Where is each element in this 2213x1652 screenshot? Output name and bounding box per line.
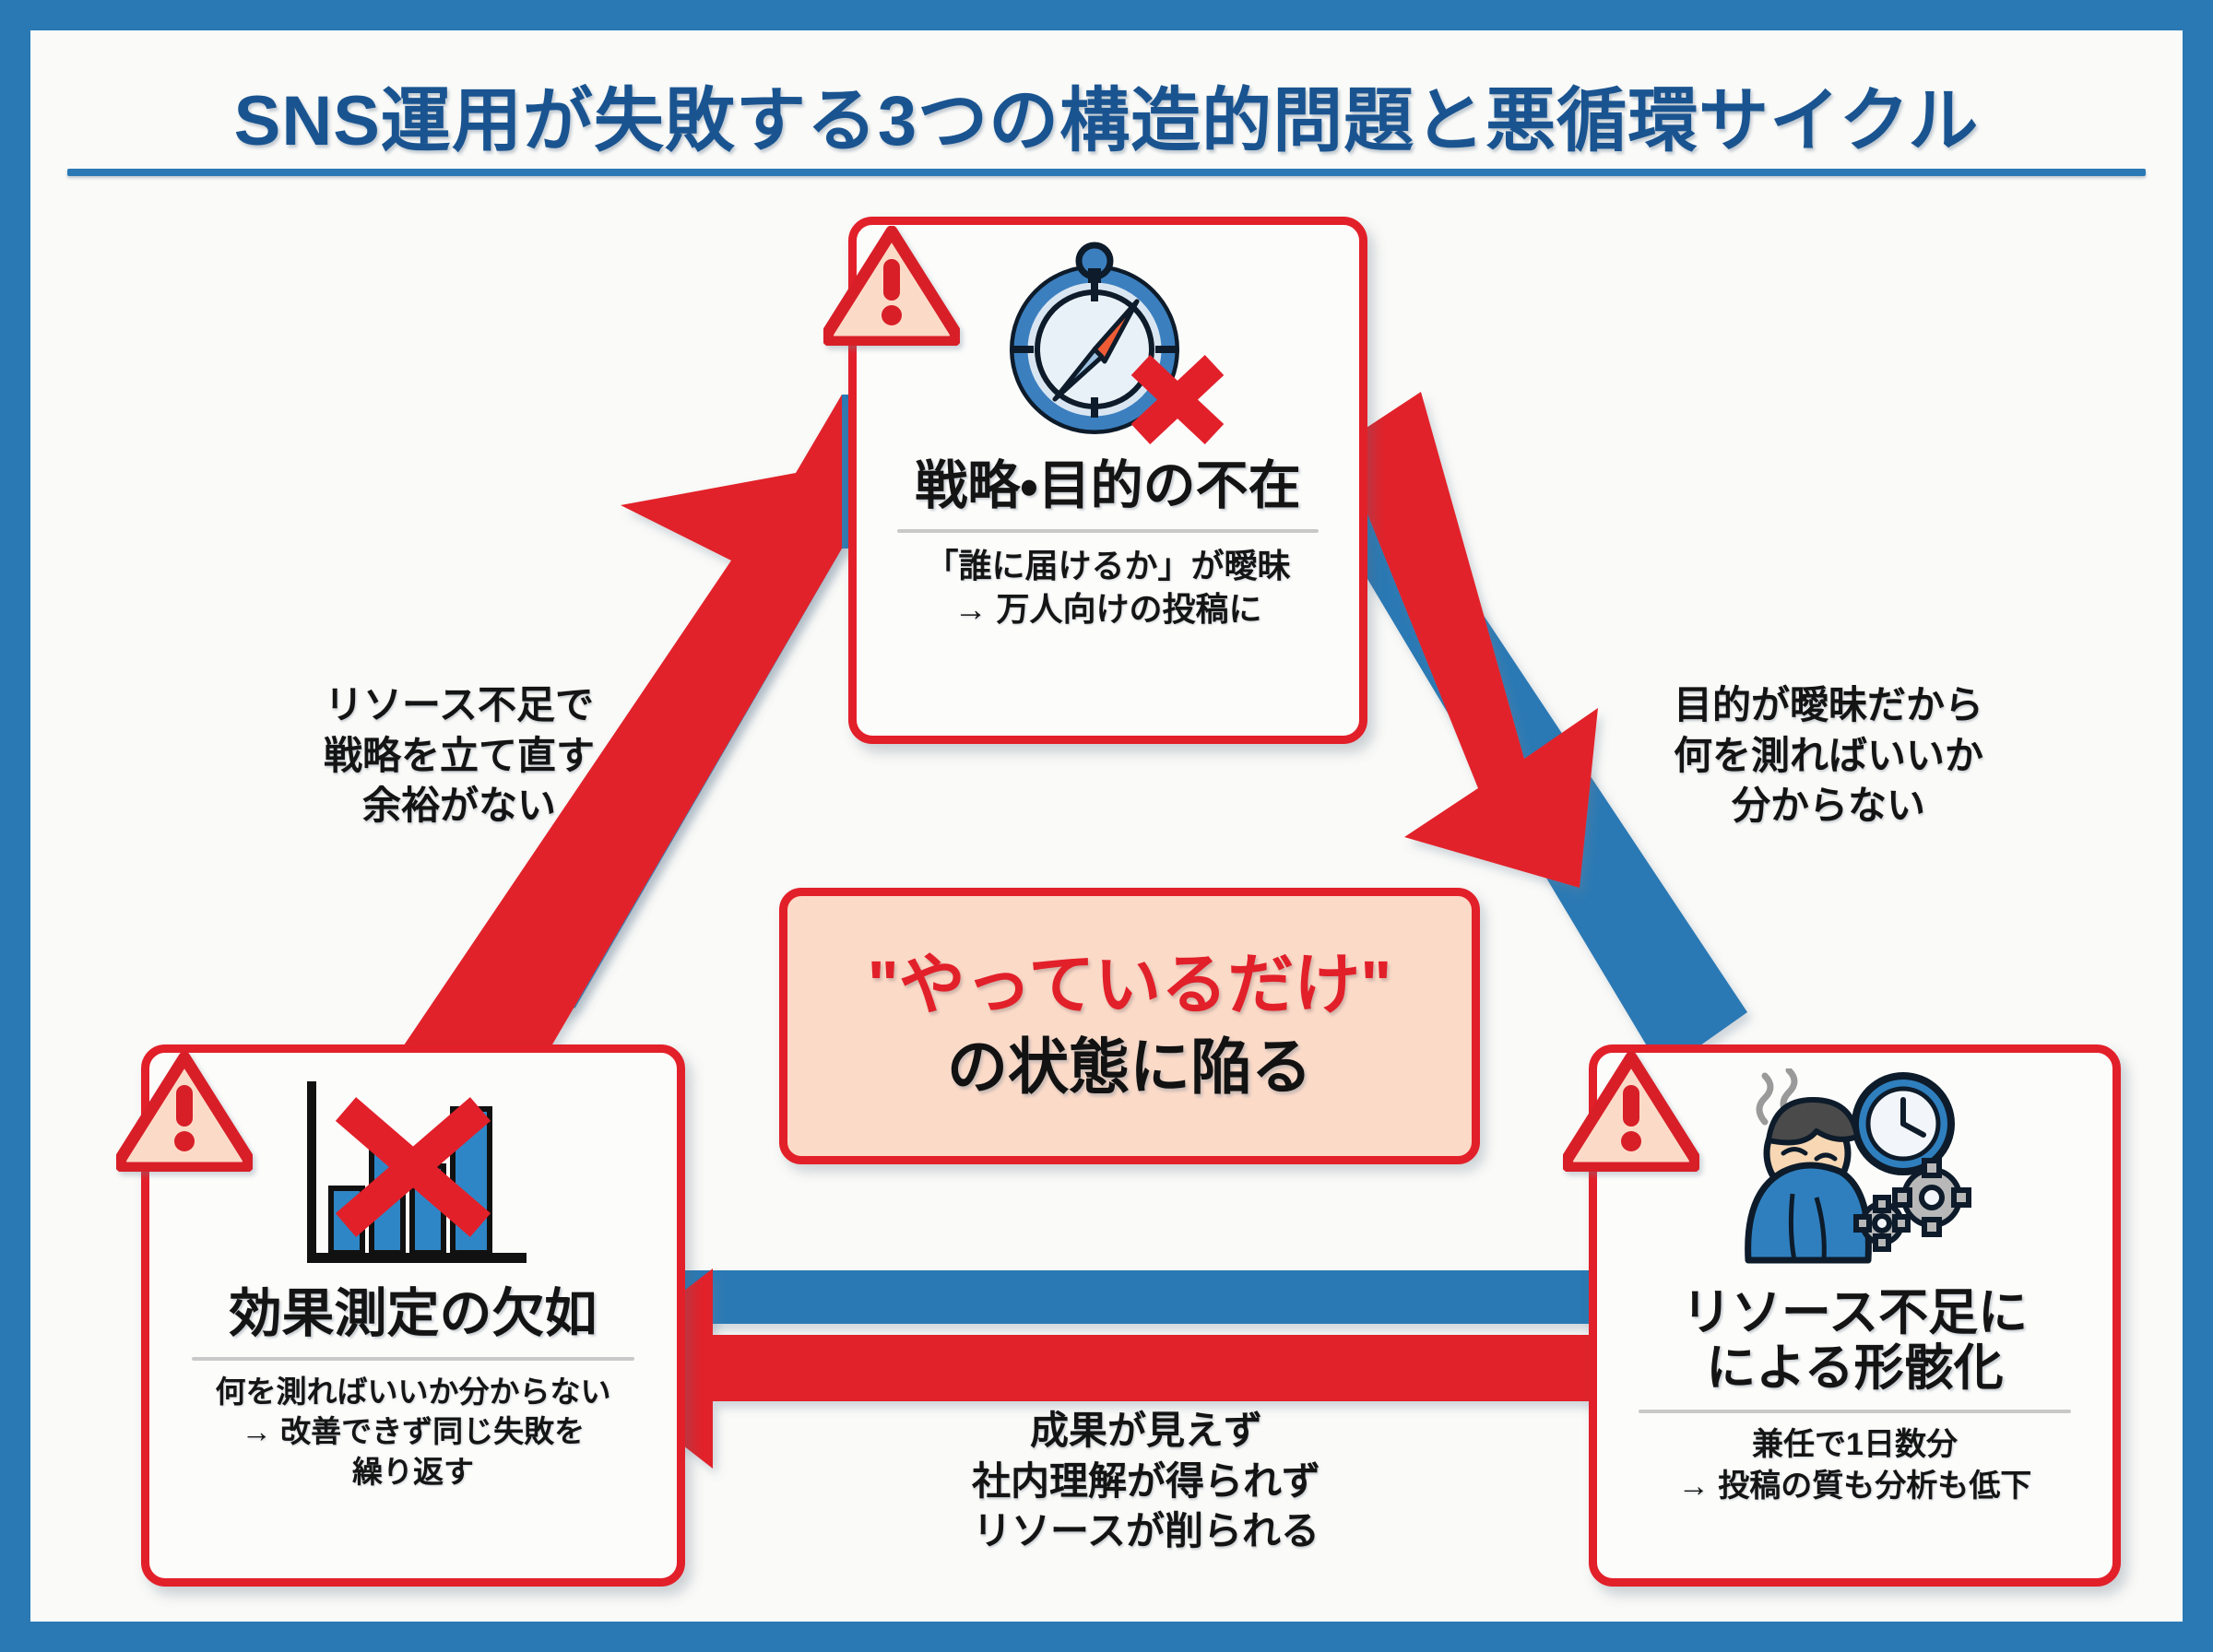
warning-triangle-icon [113,1051,255,1174]
edge-label-measurement-to-strategy: リソース不足で 戦略を立て直す 余裕がない [323,683,595,828]
card-divider [191,1356,635,1361]
page-surface: SNS運用が失敗する3つの構造的問題と悪循環サイクル [30,30,2183,1622]
warning-triangle-icon [1560,1051,1702,1174]
arrow-right-red [1340,392,1598,888]
edge-label-strategy-to-resource: 目的が曖昧だから 何を測ればいいか 分からない [1673,683,1983,828]
node-desc-resource: 兼任で1日数分 → 投稿の質も分析も低下 [1677,1426,2032,1504]
node-title-resource: リソース不足に による形骸化 [1681,1285,2029,1397]
title-divider [67,169,2146,176]
node-desc-strategy: 「誰に届けるか」が曖昧 → 万人向けの投稿に [925,546,1291,629]
node-title-measurement: 効果測定の欠如 [229,1284,598,1343]
arrow-left-red [388,395,842,1133]
warning-triangle-icon [821,225,963,348]
bar-chart-cross-icon [149,1064,677,1285]
card-divider [1638,1409,2072,1413]
edge-label-resource-to-measurement: 成果が見えず 社内理解が得られず リソースが削られる [971,1409,1320,1553]
page-title: SNS運用が失敗する3つの構造的問題と悪循環サイクル [233,82,1980,160]
tired-person-clock-gears-icon [1597,1064,2112,1285]
node-desc-measurement: 何を測ればいいか分からない → 改善できず同じ失敗を 繰り返す [215,1374,611,1489]
callout-line-2: の状態に陥る [947,1032,1312,1101]
arrow-bottom-red [584,1268,1667,1469]
card-divider [896,528,1320,533]
node-title-strategy: 戦略・目的の不在 [915,456,1301,515]
compass-cross-icon [857,236,1359,457]
node-card-resource[interactable]: リソース不足に による形骸化 兼任で1日数分 → 投稿の質も分析も低下 [1589,1044,2121,1587]
center-callout: "やっているだけ" の状態に陥る [779,888,1480,1164]
callout-line-1: "やっているだけ" [867,949,1392,1023]
